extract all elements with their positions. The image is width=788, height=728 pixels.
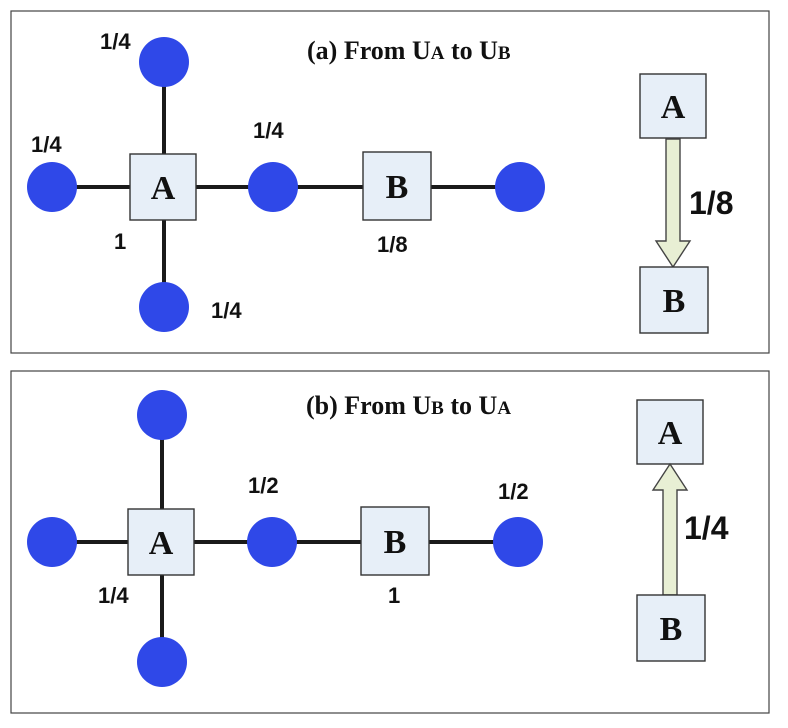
panel-b-title: (b) From UB to UA xyxy=(306,391,511,420)
panel-a-title: (a) From UA to UB xyxy=(307,36,511,65)
legend-a: A B 1/8 xyxy=(639,73,733,334)
weight-b: 1/8 xyxy=(377,232,408,257)
legend-b-lower-box xyxy=(636,594,706,662)
legend-b-upper-label: A xyxy=(658,415,683,452)
node-right xyxy=(493,517,543,567)
node-left xyxy=(27,162,77,212)
node-a-box xyxy=(127,508,195,576)
legend-a-upper-box xyxy=(639,73,707,139)
legend-b-upper-box xyxy=(636,399,704,465)
panel-b: (b) From UB to UA A B 1/2 1/2 1/4 1 A B … xyxy=(10,370,770,714)
node-right xyxy=(495,162,545,212)
weight-a: 1/4 xyxy=(98,583,129,608)
node-a-label: A xyxy=(149,525,174,562)
legend-b-value: 1/4 xyxy=(684,510,729,546)
panel-a: (a) From UA to UB A B 1/4 1/4 1/4 1/4 1 … xyxy=(10,10,770,354)
weight-bottom: 1/4 xyxy=(211,298,242,323)
legend-a-lower-box xyxy=(639,266,709,334)
weight-top: 1/4 xyxy=(100,29,131,54)
node-middle xyxy=(248,162,298,212)
node-b-box xyxy=(362,151,432,221)
legend-b-lower-label: B xyxy=(660,611,683,648)
weight-b: 1 xyxy=(388,583,400,608)
node-a-box xyxy=(129,153,197,221)
node-left xyxy=(27,517,77,567)
node-bottom xyxy=(137,637,187,687)
weight-middle: 1/4 xyxy=(253,118,284,143)
node-bottom xyxy=(139,282,189,332)
weight-a: 1 xyxy=(114,229,126,254)
legend-a-upper-label: A xyxy=(661,89,686,126)
node-b-label: B xyxy=(384,524,407,561)
arrow-down xyxy=(654,138,692,269)
legend-a-value: 1/8 xyxy=(689,185,733,221)
weight-right: 1/2 xyxy=(498,479,529,504)
legend-b: A B 1/4 xyxy=(636,399,729,662)
weight-left: 1/4 xyxy=(31,132,62,157)
node-b-label: B xyxy=(386,169,409,206)
node-a-label: A xyxy=(151,170,176,207)
node-top xyxy=(137,390,187,440)
node-top xyxy=(139,37,189,87)
legend-a-lower-label: B xyxy=(663,283,686,320)
node-b-box xyxy=(360,506,430,576)
node-middle xyxy=(247,517,297,567)
weight-middle: 1/2 xyxy=(248,473,279,498)
